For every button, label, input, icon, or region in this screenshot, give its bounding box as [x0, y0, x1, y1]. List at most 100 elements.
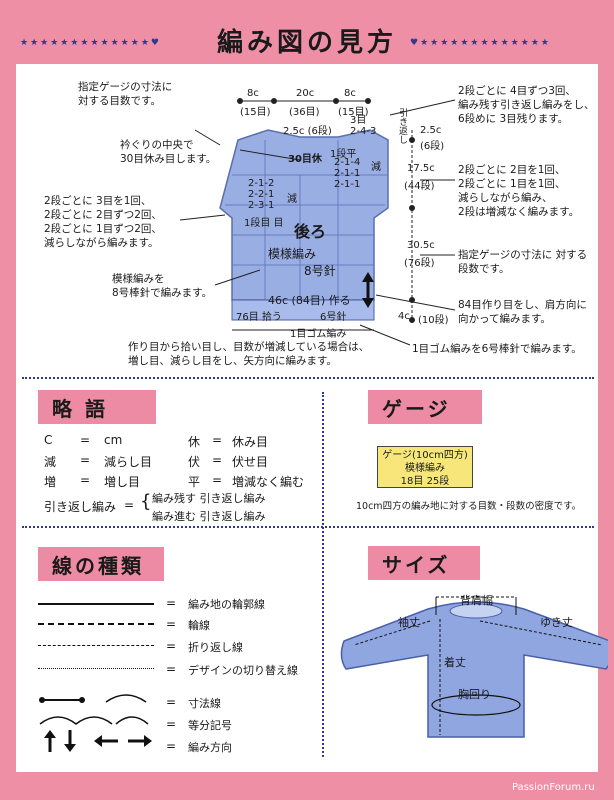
line-eq: =: [166, 596, 177, 610]
armhole-note: 2段ごとに 3目を1回、 2段ごとに 2目ずつ2回、 2段ごとに 1目ずつ2回、…: [44, 195, 162, 249]
pickup-note: 作り目から拾い目し、目数が増減している場合は、 増し目、減らし目をし、矢方向に編…: [128, 341, 370, 367]
abbr-term: 休: [188, 435, 201, 449]
abbr-def: 増し目: [104, 475, 141, 489]
sweater-neck: [449, 603, 503, 619]
line-dashed-sample: [38, 623, 154, 625]
abbr-eq: =: [80, 473, 91, 487]
title-dots-left: ★★★★★★★★★★★★★♥: [20, 38, 161, 48]
line-text: 寸法線: [188, 697, 221, 710]
watermark: PassionForum.ru: [512, 782, 595, 793]
symbol-samples: [39, 694, 152, 752]
dim-center-cm: 20c: [296, 88, 315, 99]
abbr-eq: =: [80, 433, 91, 447]
dim-center-st: (36目): [289, 107, 320, 118]
abbr-eq: =: [212, 473, 223, 487]
right-10rows: (10段): [418, 315, 449, 326]
abbr-eq: =: [124, 498, 135, 512]
rib-note: 1目ゴム編みを6号棒針で編みます。: [412, 343, 582, 355]
gauge-note: 指定ゲージの寸法に 対する目数です。: [78, 81, 173, 107]
gauge-caption: 10cm四方の編み地に対する目数・段数の密度です。: [356, 501, 582, 512]
abbr-def: 編み残す 引き返し編み: [152, 492, 266, 505]
abbr-eq: =: [80, 453, 91, 467]
right-44rows: (44段): [404, 181, 435, 192]
line-text: 等分記号: [188, 719, 232, 732]
back-label: 後ろ: [294, 222, 327, 241]
line-eq: =: [166, 639, 177, 653]
abbr-term: 平: [188, 475, 201, 489]
shoulder-rows: 3目 2-4-3: [350, 115, 377, 137]
right-4c: 4c: [398, 311, 410, 322]
separator-middle: [22, 377, 594, 379]
gauge-box-pattern: 模様編み: [405, 463, 445, 474]
neck-rows: 2-1-4 2-1-1 2-1-1: [334, 157, 361, 190]
title-dots-right: ♥★★★★★★★★★★★★★: [410, 38, 551, 48]
shoulder-rs: 引き返し: [397, 108, 407, 144]
armhole-right-dec: 減: [371, 162, 381, 173]
line-text: 折り返し線: [188, 641, 243, 654]
lines-heading: 線の種類: [38, 547, 164, 581]
size-sleeve-length: 袖丈: [398, 616, 420, 629]
rib-label: 1目ゴム編み: [290, 329, 347, 340]
separator-lower: [22, 526, 594, 528]
armhole-flat: 1段目 目: [244, 218, 284, 229]
right-305: 30.5c: [407, 240, 435, 251]
neck-center-label: 30目休: [288, 154, 322, 165]
abbr-term: 伏: [188, 455, 201, 469]
shoulder-note: 2段ごとに 4目ずつ3回、 編み残す引き返し編みをし、 6段めに 3目残ります。: [458, 85, 595, 125]
rib-band: [231, 299, 375, 321]
line-dotted-sample: [38, 668, 154, 669]
page-title: 編み図の見方: [216, 28, 397, 58]
abbr-def: 編み進む 引き返し編み: [152, 510, 266, 523]
abbr-def: 減らし目: [104, 455, 153, 469]
bottom-pickup: 76目 拾う: [236, 312, 282, 323]
line-eq: =: [166, 662, 177, 676]
abbr-term: C: [44, 433, 53, 447]
gauge-box: ゲージ(10cm四方) 模様編み 18目 25段: [377, 446, 473, 488]
pattern-label: 模様編み: [268, 247, 317, 261]
abbr-def: 伏せ目: [232, 455, 269, 469]
abbr-term: 増: [44, 475, 57, 489]
abbr-def: cm: [104, 433, 123, 447]
right-175: 17.5c: [407, 163, 435, 174]
brace-icon: {: [140, 491, 152, 512]
right-6rows: (6段): [420, 141, 445, 152]
neck-top: 1段平: [330, 149, 357, 160]
dim-right-cm: 8c: [344, 88, 356, 99]
abbr-term: 減: [44, 455, 57, 469]
shoulder-dim: 2.5c (6段): [283, 126, 332, 137]
line-text: デザインの切り替え線: [188, 664, 298, 677]
line-solid-sample: [38, 603, 154, 605]
knit-direction-arrow: [362, 272, 374, 308]
size-yuki: ゆき丈: [540, 616, 573, 629]
line-text: 編み方向: [188, 741, 232, 754]
gauge-box-values: 18目 25段: [400, 476, 450, 487]
armhole-left-dec: 減: [287, 194, 297, 205]
cast-on-note: 84目作り目をし、肩方向に 向かって編みます。: [458, 299, 587, 325]
armhole-rows: 2-1-2 2-2-1 2-3-1: [248, 178, 275, 211]
knit-panel: [219, 129, 389, 301]
rows-note: 指定ゲージの寸法に 対する 段数です。: [458, 249, 588, 275]
gauge-box-title: ゲージ(10cm四方): [382, 450, 468, 461]
abbr-def: 増減なく編む: [232, 475, 305, 489]
dim-left-st: (15目): [240, 107, 271, 118]
line-text: 編み地の輪郭線: [188, 598, 265, 611]
neck-note: 衿ぐりの中央で 30目休み目します。: [120, 139, 217, 165]
line-eq: =: [166, 717, 177, 731]
size-chest: 胸回り: [458, 688, 491, 701]
line-text: 輪線: [188, 619, 210, 632]
right-76rows: (76段): [404, 258, 435, 269]
abbr-term: 引き返し編み: [44, 500, 117, 514]
line-eq: =: [166, 617, 177, 631]
line-finedash-sample: [38, 645, 154, 646]
dim-left-cm: 8c: [247, 88, 259, 99]
needle-label: 8号針: [304, 264, 336, 278]
dim-right-st: (15目): [338, 107, 369, 118]
abbr-eq: =: [212, 433, 223, 447]
right-25: 2.5c: [420, 125, 442, 136]
line-eq: =: [166, 739, 177, 753]
size-body-length: 着丈: [444, 656, 466, 669]
gauge-heading: ゲージ: [368, 390, 482, 424]
abbr-heading: 略 語: [38, 390, 156, 424]
